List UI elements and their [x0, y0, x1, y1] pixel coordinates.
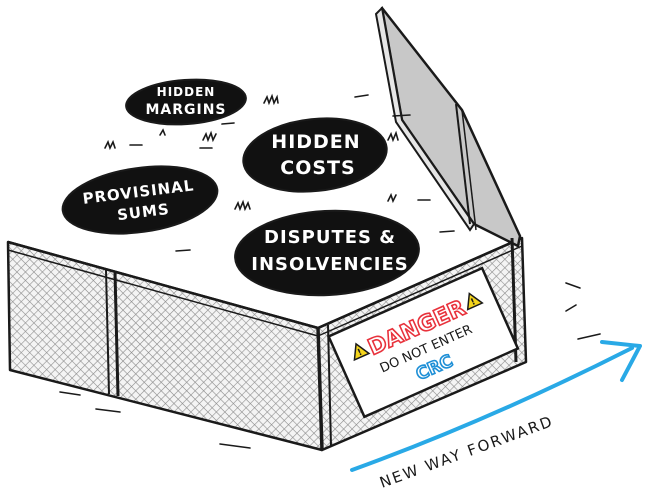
grass-tufts	[104, 93, 399, 212]
hole-provisional-sums: PROVISINAL SUMS	[61, 165, 219, 235]
hole-hidden-margins: HIDDEN MARGINS	[125, 78, 247, 126]
ground-marks	[59, 94, 601, 449]
svg-text:!: !	[356, 348, 364, 359]
hole-disputes-insolvencies: DISPUTES & INSOLVENCIES	[234, 209, 420, 297]
warning-triangle-icon: !	[466, 292, 484, 311]
hole-label-line2: COSTS	[280, 157, 355, 179]
fence-corner-post	[316, 327, 324, 451]
hole-label-line1: DISPUTES &	[264, 227, 396, 248]
fence-post	[113, 271, 120, 397]
warning-triangle-icon: !	[353, 342, 371, 362]
hole-label-line2: MARGINS	[145, 102, 226, 118]
hole-label-line1: HIDDEN	[157, 85, 216, 99]
hole-label-line2: INSOLVENCIES	[251, 254, 408, 275]
hole-label-line1: HIDDEN	[271, 131, 360, 153]
svg-text:!: !	[469, 297, 477, 308]
danger-sign: ! ! DANGER DO NOT ENTER CRC	[326, 266, 520, 419]
hole-hidden-costs: HIDDEN COSTS	[242, 117, 388, 193]
